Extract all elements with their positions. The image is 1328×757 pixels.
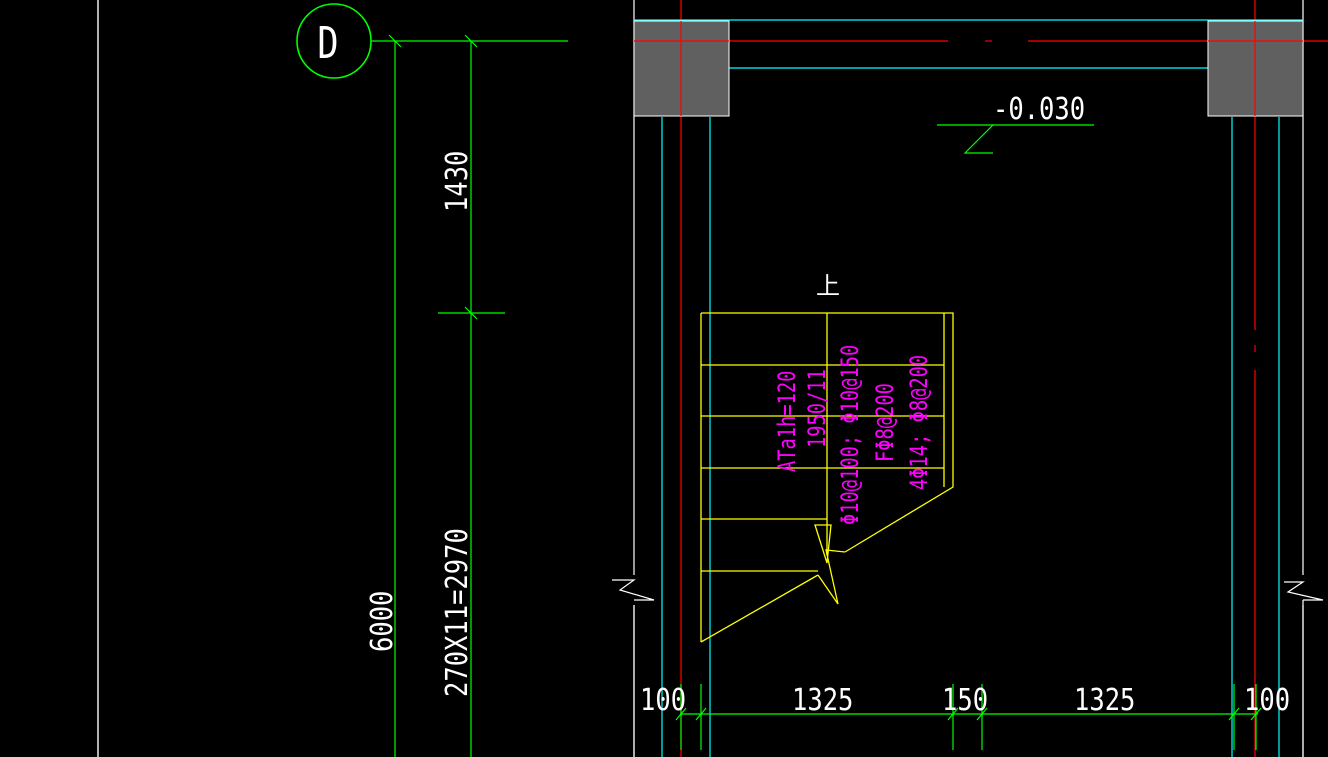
elevation-triangle <box>937 124 995 154</box>
dimension-text-h1: 100 <box>640 682 686 718</box>
elevation-mark[interactable]: -0.030 <box>937 91 1094 154</box>
elevation-value: -0.030 <box>993 91 1085 127</box>
up-direction-label[interactable]: 上 <box>816 272 840 300</box>
break-symbol-left <box>612 575 658 757</box>
stair-annotation-line-2: 1950/11 <box>804 369 832 448</box>
dimension-tick <box>976 707 988 721</box>
stair-annotation-line-4: FΦ8@200 <box>872 383 900 462</box>
stair-annotation-line-5: 4Φ14; Φ8@200 <box>906 355 934 490</box>
stair-zigzag <box>817 549 846 605</box>
stair-flight[interactable] <box>700 312 954 643</box>
dimension-tick <box>1250 707 1262 721</box>
dimension-tick <box>1228 707 1240 721</box>
dimension-text-h3: 150 <box>942 682 988 718</box>
vertical-dimension-chain[interactable]: 1430 270X11=2970 <box>438 34 505 757</box>
dimension-text-steps: 270X11=2970 <box>439 528 475 697</box>
dimension-tick <box>695 707 707 721</box>
stair-annotation-line-1: ATa1h=120 <box>774 371 802 472</box>
dimension-text-h4: 1325 <box>1074 682 1135 718</box>
vertical-dimension-total[interactable]: 6000 <box>364 34 402 757</box>
dimension-tick <box>464 34 478 48</box>
dimension-text-total: 6000 <box>364 591 400 652</box>
dimension-text-h2: 1325 <box>792 682 853 718</box>
axis-bubble-label: D <box>317 18 338 69</box>
stair-break-diagonal <box>700 574 819 643</box>
dimension-tick <box>464 306 478 320</box>
stair-annotation-line-3: Φ10@100; Φ10@150 <box>837 345 865 525</box>
dimension-tick <box>675 707 687 721</box>
horizontal-dimension-chain[interactable]: 100 1325 150 1325 100 <box>640 682 1290 750</box>
dimension-text-h5: 100 <box>1244 682 1290 718</box>
dimension-text-top: 1430 <box>439 151 475 212</box>
dimension-tick <box>947 707 959 721</box>
stair-arrow <box>814 524 832 564</box>
break-symbol-right <box>1282 575 1328 757</box>
stair-annotation[interactable]: ATa1h=120 1950/11 Φ10@100; Φ10@150 FΦ8@2… <box>774 345 934 525</box>
dimension-tick <box>388 34 402 48</box>
axis-bubble-d[interactable]: D <box>296 3 372 79</box>
